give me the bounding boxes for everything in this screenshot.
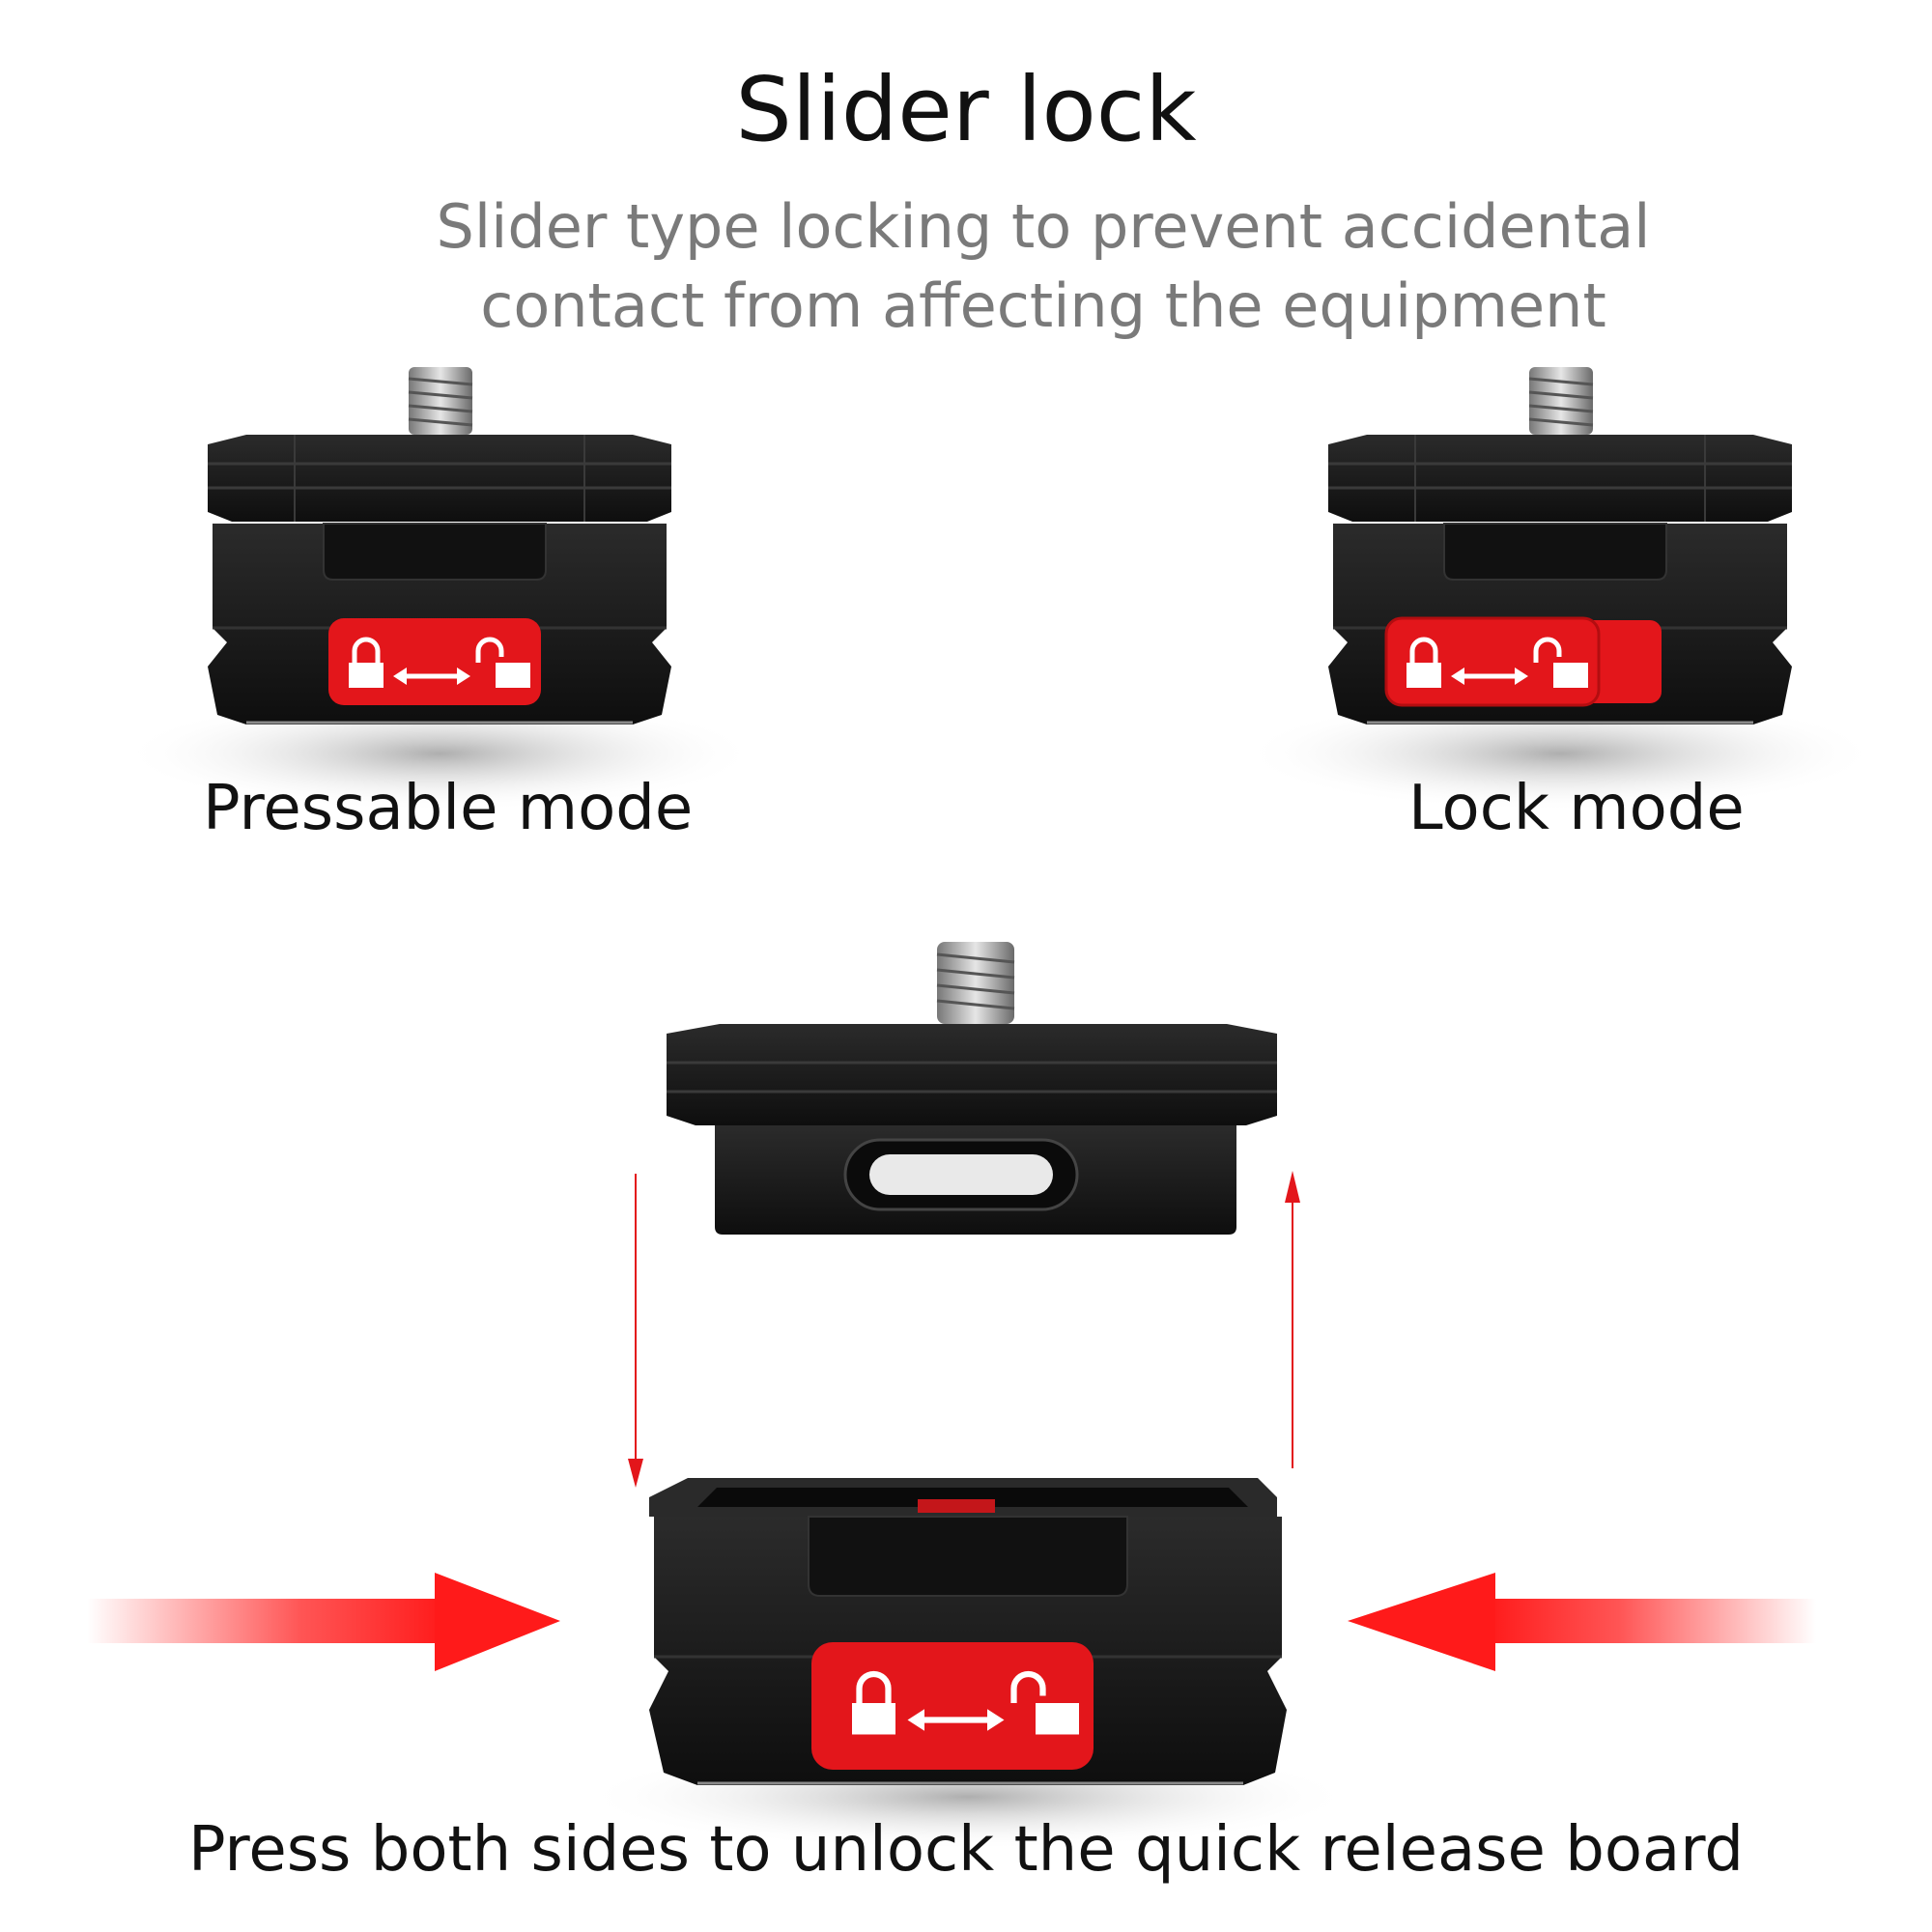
red-arrow-left-icon — [1348, 1573, 1816, 1671]
red-arrow-right-icon — [87, 1573, 560, 1671]
slider-lock-button — [328, 618, 541, 705]
quick-release-base — [582, 1478, 1354, 1850]
page-title: Slider lock — [735, 58, 1197, 161]
subtitle-line-1: Slider type locking to prevent accidenta… — [436, 191, 1651, 262]
quick-release-plate — [667, 942, 1277, 1235]
subtitle-line-2: contact from affecting the equipment — [480, 270, 1606, 341]
mount-lock-mode — [1239, 365, 1881, 813]
mount-pressable-mode — [119, 365, 760, 813]
up-arrow-icon — [1285, 1171, 1300, 1468]
caption: Press both sides to unlock the quick rel… — [187, 1814, 1745, 1886]
lock-mode-label: Lock mode — [1408, 773, 1745, 844]
down-arrow-icon — [628, 1174, 643, 1488]
pressable-mode-label: Pressable mode — [203, 773, 694, 844]
slider-lock-button — [1384, 616, 1601, 707]
